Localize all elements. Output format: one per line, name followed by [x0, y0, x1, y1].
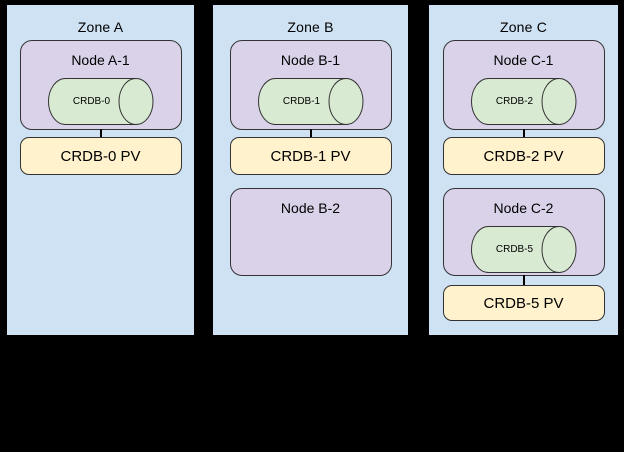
crdb-5-pod-cylinder: CRDB-5 [470, 226, 577, 273]
crdb-0-pod-label: CRDB-0 [72, 96, 111, 107]
node-a1-box: Node A-1 CRDB-0 [19, 40, 182, 130]
crdb-2-pv-box: CRDB-2 PV [442, 137, 605, 175]
zone-b-title: Zone B [287, 19, 334, 35]
cylinder-shape [470, 226, 576, 273]
zone-a-panel: Zone A Node A-1 CRDB-0 CRDB-0 PV [5, 3, 196, 337]
crdb-1-pod-cylinder: CRDB-1 [257, 78, 364, 125]
zone-b-panel: Zone B Node B-1 CRDB-1 CRDB-1 PV Node B-… [211, 3, 410, 337]
pod-pv-connector [99, 129, 102, 138]
pod-pv-connector [522, 129, 525, 138]
zone-c-title: Zone C [499, 19, 548, 35]
crdb-5-pv-box: CRDB-5 PV [442, 285, 605, 321]
node-b1-box: Node B-1 CRDB-1 [229, 40, 392, 130]
cylinder-shape [257, 78, 363, 125]
node-c2-box: Node C-2 CRDB-5 [442, 188, 605, 276]
node-c2-label: Node C-2 [493, 200, 554, 216]
crdb-1-pv-box: CRDB-1 PV [229, 137, 392, 175]
node-c1-label: Node C-1 [493, 52, 554, 68]
crdb-5-pod-label: CRDB-5 [495, 244, 534, 255]
node-b2-box: Node B-2 [229, 188, 392, 276]
crdb-2-pod-cylinder: CRDB-2 [470, 78, 577, 125]
crdb-1-pod-label: CRDB-1 [282, 96, 321, 107]
cylinder-shape [47, 78, 153, 125]
pod-pv-connector [309, 129, 312, 138]
crdb-0-pv-box: CRDB-0 PV [19, 137, 182, 175]
crdb-0-pod-cylinder: CRDB-0 [47, 78, 154, 125]
node-a1-label: Node A-1 [71, 52, 130, 68]
node-c1-box: Node C-1 CRDB-2 [442, 40, 605, 130]
node-b1-label: Node B-1 [280, 52, 341, 68]
node-b2-label: Node B-2 [280, 200, 341, 216]
zone-c-panel: Zone C Node C-1 CRDB-2 CRDB-2 PV Node C-… [427, 3, 620, 337]
crdb-2-pod-label: CRDB-2 [495, 96, 534, 107]
zone-a-title: Zone A [77, 19, 124, 35]
cylinder-shape [470, 78, 576, 125]
pod-pv-connector [522, 275, 525, 286]
